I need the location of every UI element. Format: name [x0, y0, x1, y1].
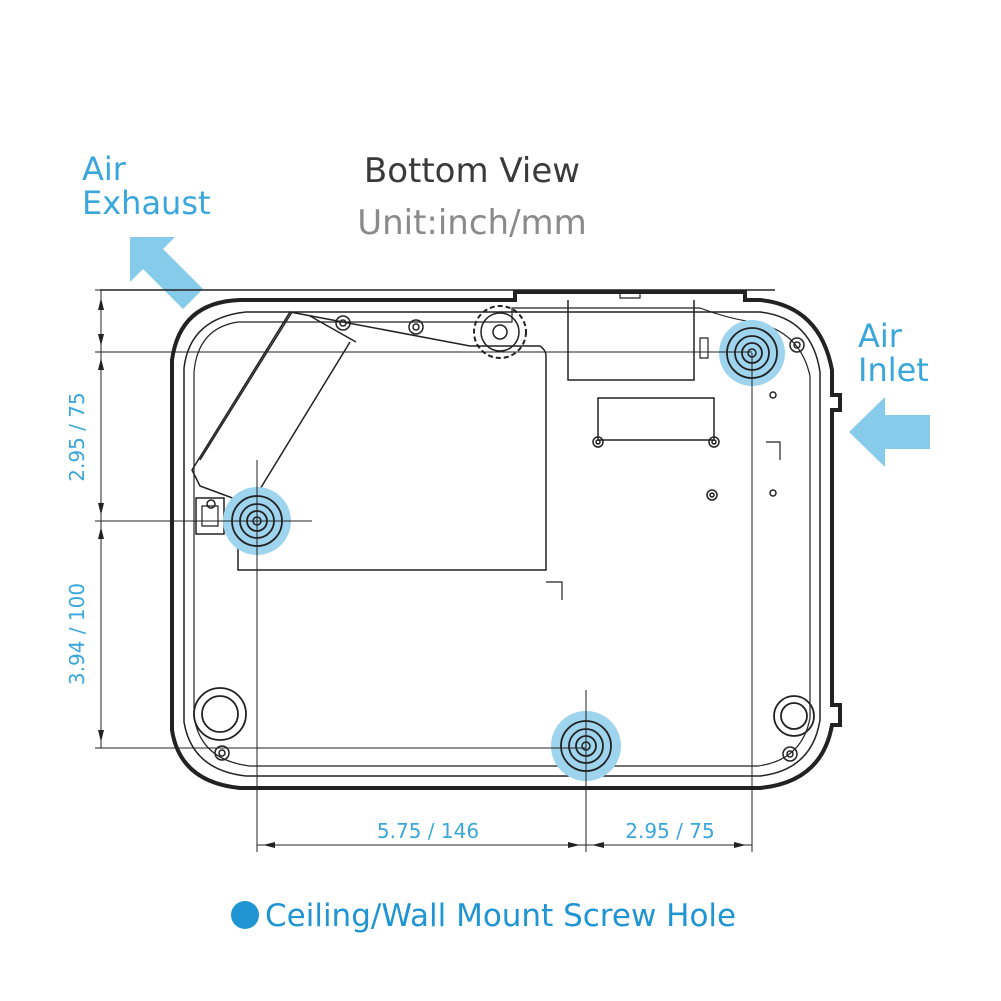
- legend-marker-icon: [231, 901, 259, 929]
- legend-label: Ceiling/Wall Mount Screw Hole: [265, 898, 736, 934]
- dimension-vertical-top: 2.95 / 75: [65, 392, 89, 481]
- air-exhaust-arrow-icon: [130, 237, 203, 309]
- air-exhaust-label-line1: Air: [82, 150, 127, 188]
- dimension-vertical-bottom: 3.94 / 100: [65, 583, 89, 685]
- dimension-horizontal-left: 5.75 / 146: [377, 819, 479, 843]
- dimension-arrowheads: [98, 298, 746, 848]
- air-inlet-arrow-icon: [849, 397, 930, 467]
- diagram-subtitle: Unit:inch/mm: [357, 203, 587, 243]
- rubber-feet: [193, 687, 815, 741]
- air-inlet-label-line2: Inlet: [858, 351, 929, 389]
- air-exhaust-label-line2: Exhaust: [82, 184, 211, 222]
- small-screws: [206, 315, 805, 762]
- focus-gear-icon: [473, 305, 527, 359]
- air-inlet-label-line1: Air: [858, 317, 903, 355]
- dimension-horizontal-right: 2.95 / 75: [625, 819, 714, 843]
- diagram-title: Bottom View: [364, 151, 580, 191]
